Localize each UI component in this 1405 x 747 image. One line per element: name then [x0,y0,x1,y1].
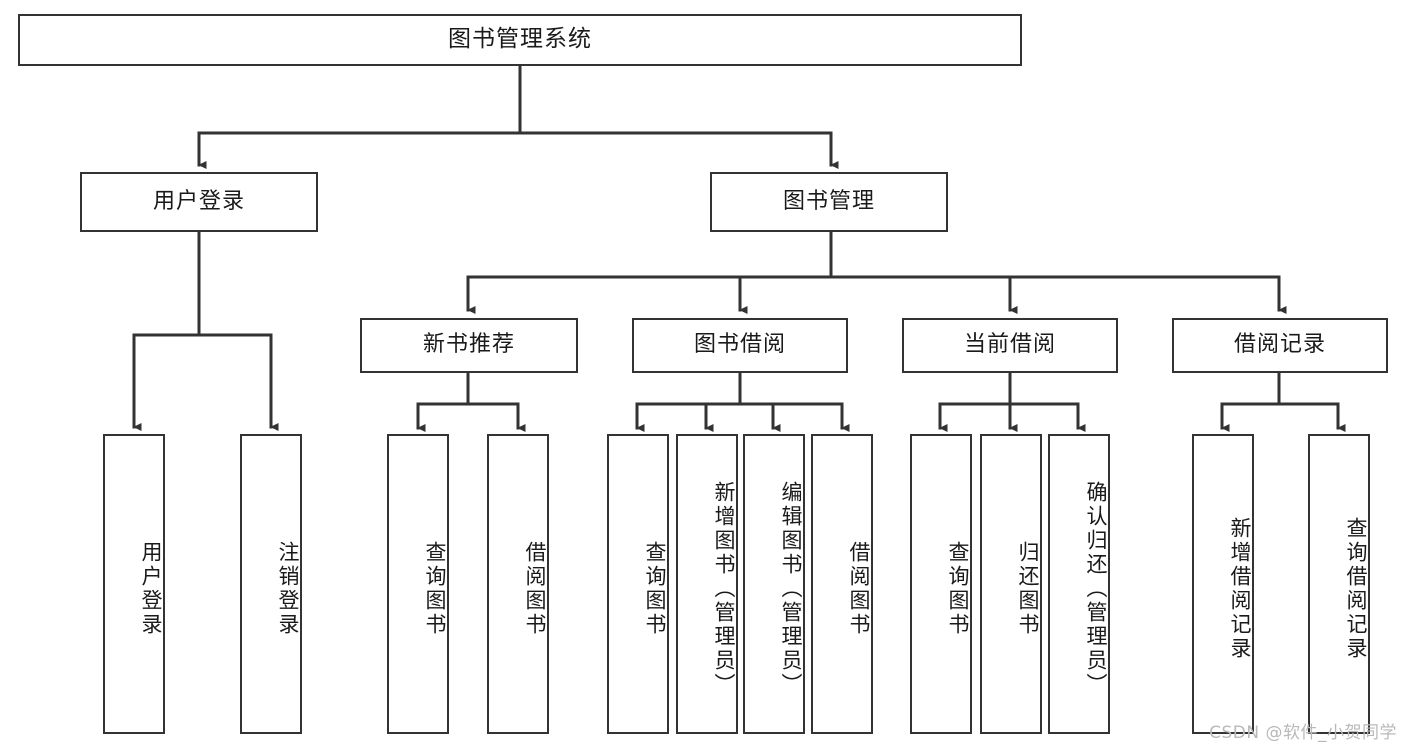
leaf-query-record[interactable]: 查询借阅记录 [1308,434,1370,734]
leaf-return-book[interactable]: 归还图书 [980,434,1042,734]
node-borrow-record[interactable]: 借阅记录 [1172,318,1388,373]
leaf-query-book-3[interactable]: 查询图书 [910,434,972,734]
leaf-user-login[interactable]: 用户登录 [103,434,165,734]
leaf-label: 确认归还（管理员） [1084,481,1108,697]
leaf-label: 注销登录 [276,541,300,637]
node-user-login[interactable]: 用户登录 [80,172,318,232]
leaf-label: 借阅图书 [847,541,871,637]
leaf-label: 借阅图书 [523,541,547,637]
leaf-label: 查询图书 [946,541,970,637]
leaf-confirm-return[interactable]: 确认归还（管理员） [1048,434,1110,734]
leaf-edit-book[interactable]: 编辑图书（管理员） [743,434,805,734]
node-new-book-recommend[interactable]: 新书推荐 [360,318,578,373]
leaf-label: 归还图书 [1016,541,1040,637]
node-root[interactable]: 图书管理系统 [18,14,1022,66]
node-book-borrow[interactable]: 图书借阅 [632,318,848,373]
leaf-add-book[interactable]: 新增图书（管理员） [676,434,738,734]
csdn-watermark: CSDN @软件_小贺同学 [1209,723,1397,743]
leaf-label: 新增借阅记录 [1228,517,1252,661]
leaf-label: 编辑图书（管理员） [779,481,803,697]
leaf-label: 新增图书（管理员） [712,481,736,697]
leaf-query-book-2[interactable]: 查询图书 [607,434,669,734]
leaf-label: 查询图书 [643,541,667,637]
leaf-logout[interactable]: 注销登录 [240,434,302,734]
leaf-label: 查询借阅记录 [1344,517,1368,661]
leaf-label: 用户登录 [139,541,163,637]
leaf-query-book-1[interactable]: 查询图书 [387,434,449,734]
leaf-borrow-book-2[interactable]: 借阅图书 [811,434,873,734]
leaf-label: 查询图书 [423,541,447,637]
node-book-manage[interactable]: 图书管理 [710,172,948,232]
leaf-add-record[interactable]: 新增借阅记录 [1192,434,1254,734]
node-current-borrow[interactable]: 当前借阅 [902,318,1118,373]
leaf-borrow-book-1[interactable]: 借阅图书 [487,434,549,734]
